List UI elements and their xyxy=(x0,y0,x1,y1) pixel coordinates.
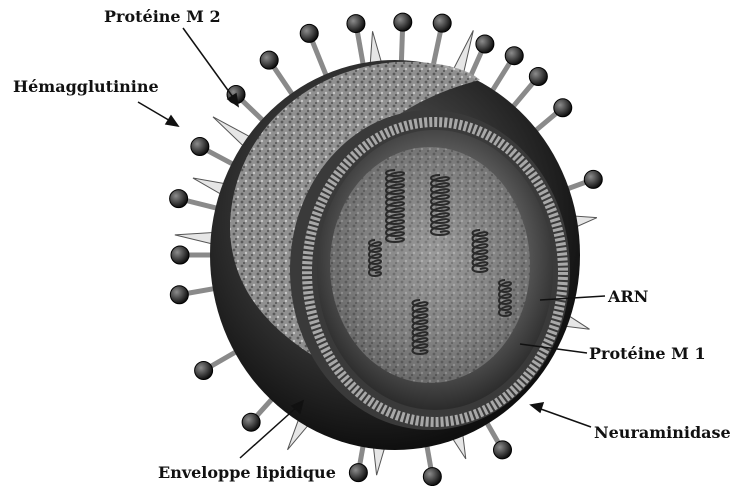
viral-core-texture xyxy=(330,147,530,383)
spike-knob xyxy=(260,51,278,69)
spike-knob xyxy=(476,35,494,53)
spike-knob xyxy=(394,13,412,31)
spike-knob xyxy=(300,24,318,42)
spike-knob xyxy=(584,170,602,188)
pointer-neuraminidase xyxy=(538,408,591,427)
label-proteine-m1: Protéine M 1 xyxy=(589,346,706,362)
arrowhead-neuraminidase xyxy=(531,403,543,412)
spike-knob xyxy=(170,190,188,208)
spike-spear xyxy=(175,232,215,244)
pointer-proteine-m2 xyxy=(183,28,235,100)
spike-spear xyxy=(370,31,382,65)
spike-knob xyxy=(195,362,213,380)
arrowhead-hemagglutinine xyxy=(166,116,178,126)
label-neuraminidase: Neuraminidase xyxy=(594,425,731,441)
spike-knob xyxy=(433,14,451,32)
spike-knob xyxy=(347,15,365,33)
spike-knob xyxy=(349,464,367,482)
label-proteine-m2: Protéine M 2 xyxy=(104,9,221,25)
spike-knob xyxy=(423,468,441,486)
spike-knob xyxy=(494,441,512,459)
label-arn: ARN xyxy=(608,289,648,305)
label-enveloppe-lipidique: Enveloppe lipidique xyxy=(158,465,336,481)
pointer-hemagglutinine xyxy=(138,102,172,122)
spike-knob xyxy=(191,138,209,156)
spike-knob xyxy=(242,413,260,431)
spike-knob xyxy=(171,246,189,264)
label-hemagglutinine: Hémagglutinine xyxy=(13,79,159,95)
spike-knob xyxy=(170,286,188,304)
spike-knob xyxy=(554,99,572,117)
spike-knob xyxy=(505,47,523,65)
spike-knob xyxy=(529,68,547,86)
